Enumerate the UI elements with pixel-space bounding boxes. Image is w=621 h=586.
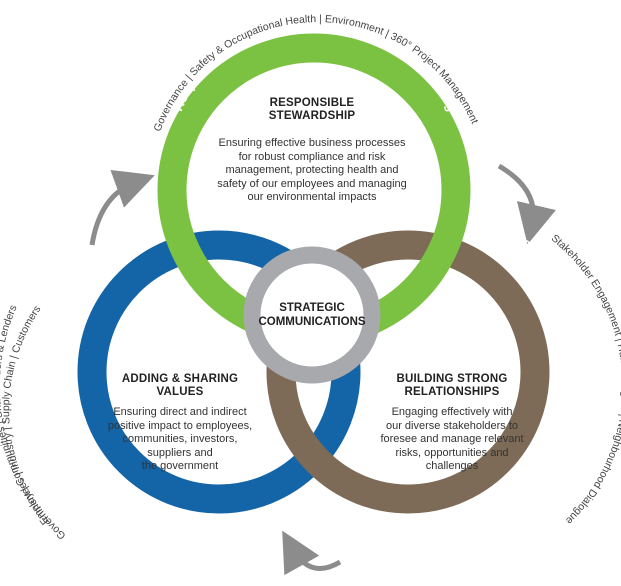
- arrow-to-relationships-icon: [497, 163, 556, 245]
- stewardship-body-line: management, protecting health and: [225, 164, 399, 176]
- relationships-heading: BUILDING STRONG RELATIONSHIPS: [372, 373, 532, 399]
- stewardship-heading-line2: STEWARDSHIP: [268, 110, 356, 122]
- values-heading-line1: ADDING & SHARING: [121, 373, 239, 385]
- stewardship-heading: RESPONSIBLE STEWARDSHIP: [232, 97, 392, 123]
- arrow-to-values-icon: [282, 530, 342, 576]
- stewardship-heading-line1: RESPONSIBLE: [269, 97, 355, 109]
- stewardship-body: Ensuring effective business processes fo…: [202, 137, 422, 205]
- values-body-line: positive impact to employees,: [107, 419, 253, 432]
- center-title-line1: STRATEGIC: [279, 302, 345, 314]
- relationships-heading-line1: BUILDING STRONG: [396, 373, 508, 385]
- values-body: Ensuring direct and indirect positive im…: [92, 406, 268, 474]
- center-title-line2: COMMUNICATIONS: [258, 316, 366, 328]
- values-body-line: suppliers and: [147, 446, 213, 459]
- relationships-heading-line2: RELATIONSHIPS: [404, 386, 500, 398]
- stewardship-body-line: Ensuring effective business processes: [218, 137, 406, 149]
- relationships-body-line: risks, opportunities and: [395, 446, 509, 459]
- values-heading-line2: VALUES: [156, 386, 204, 398]
- relationships-body-line: challenges: [425, 460, 479, 472]
- center-title: STRATEGIC COMMUNICATIONS: [252, 301, 372, 329]
- values-body-line: communities, investors,: [122, 433, 238, 445]
- values-body-line: Ensuring direct and indirect: [113, 406, 247, 418]
- values-body-line: the government: [141, 460, 219, 472]
- relationships-body-line: our diverse stakeholders to: [385, 419, 519, 432]
- stewardship-body-line: safety of our employees and managing: [217, 177, 407, 190]
- arrow-to-stewardship-icon: [89, 169, 155, 246]
- values-heading: ADDING & SHARING VALUES: [100, 373, 260, 399]
- stewardship-body-line: for robust compliance and risk: [238, 150, 386, 163]
- center-circle-fill: [244, 247, 380, 383]
- relationships-body: Engaging effectively with our diverse st…: [362, 406, 542, 474]
- relationships-body-line: Engaging effectively with: [391, 406, 513, 418]
- relationships-body-line: foresee and manage relevant: [380, 433, 524, 445]
- center-ring: [243, 246, 381, 384]
- stewardship-body-line: our environmental impacts: [247, 191, 377, 203]
